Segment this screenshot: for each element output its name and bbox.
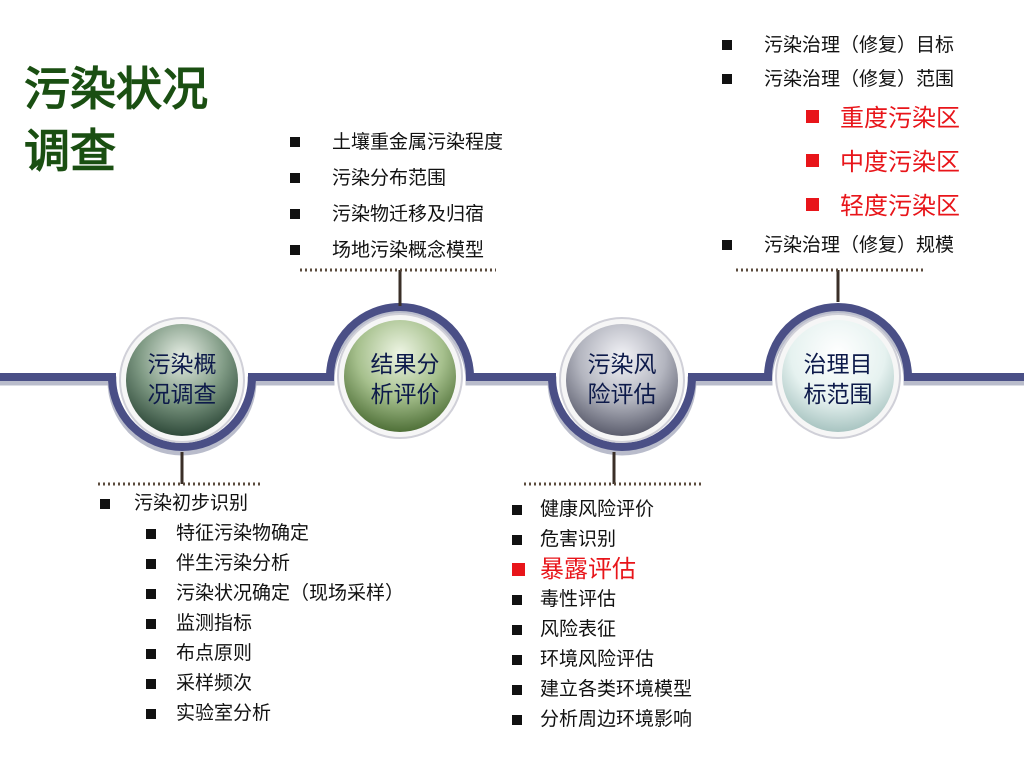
list-item: 实验室分析 bbox=[96, 698, 416, 728]
list-item: 风险表征 bbox=[510, 614, 692, 644]
survey-list: 污染初步识别 特征污染物确定 伴生污染分析 污染状况确定（现场采样） 监测指标 … bbox=[96, 488, 416, 728]
list-item: 采样频次 bbox=[96, 668, 416, 698]
list-item: 污染治理（修复）规模 bbox=[718, 228, 960, 262]
zone-item: 重度污染区 bbox=[718, 96, 960, 140]
zone-item: 轻度污染区 bbox=[718, 184, 960, 228]
list-item: 监测指标 bbox=[96, 608, 416, 638]
risk-list: 健康风险评价 危害识别 暴露评估 毒性评估 风险表征 环境风险评估 建立各类环境… bbox=[510, 494, 692, 734]
list-item: 布点原则 bbox=[96, 638, 416, 668]
title-line-1: 污染状况 bbox=[24, 62, 208, 116]
list-item-main: 污染初步识别 bbox=[96, 488, 416, 518]
list-item: 污染分布范围 bbox=[286, 160, 503, 196]
node-label-3: 污染风 险评估 bbox=[587, 352, 657, 408]
list-item: 毒性评估 bbox=[510, 584, 692, 614]
node-label-1: 污染概 况调查 bbox=[147, 352, 217, 408]
list-item: 土壤重金属污染程度 bbox=[286, 124, 503, 160]
list-item: 污染治理（修复）目标 bbox=[718, 28, 960, 62]
node-circle-1 bbox=[119, 317, 245, 443]
node-circle-4 bbox=[775, 313, 901, 439]
zone-item: 中度污染区 bbox=[718, 140, 960, 184]
list-item: 污染治理（修复）范围 bbox=[718, 62, 960, 96]
timeline-track bbox=[0, 303, 1024, 451]
node-circle-2 bbox=[337, 313, 463, 439]
list-item: 危害识别 bbox=[510, 524, 692, 554]
analysis-list: 土壤重金属污染程度 污染分布范围 污染物迁移及归宿 场地污染概念模型 bbox=[286, 124, 503, 268]
list-item: 场地污染概念模型 bbox=[286, 232, 503, 268]
list-item: 污染状况确定（现场采样） bbox=[96, 578, 416, 608]
list-item: 健康风险评价 bbox=[510, 494, 692, 524]
list-item: 建立各类环境模型 bbox=[510, 674, 692, 704]
highlight-item: 暴露评估 bbox=[510, 554, 692, 584]
list-item: 污染物迁移及归宿 bbox=[286, 196, 503, 232]
list-item: 伴生污染分析 bbox=[96, 548, 416, 578]
page-title: 污染状况 调查 bbox=[24, 58, 264, 182]
node-label-2: 结果分 析评价 bbox=[370, 352, 440, 408]
node-circle-3 bbox=[559, 317, 685, 443]
title-line-2: 调查 bbox=[24, 124, 116, 178]
list-item: 环境风险评估 bbox=[510, 644, 692, 674]
list-item: 分析周边环境影响 bbox=[510, 704, 692, 734]
list-item: 特征污染物确定 bbox=[96, 518, 416, 548]
node-label-4: 治理目 标范围 bbox=[803, 352, 873, 408]
remediation-list: 污染治理（修复）目标 污染治理（修复）范围 重度污染区 中度污染区 轻度污染区 … bbox=[718, 28, 960, 262]
